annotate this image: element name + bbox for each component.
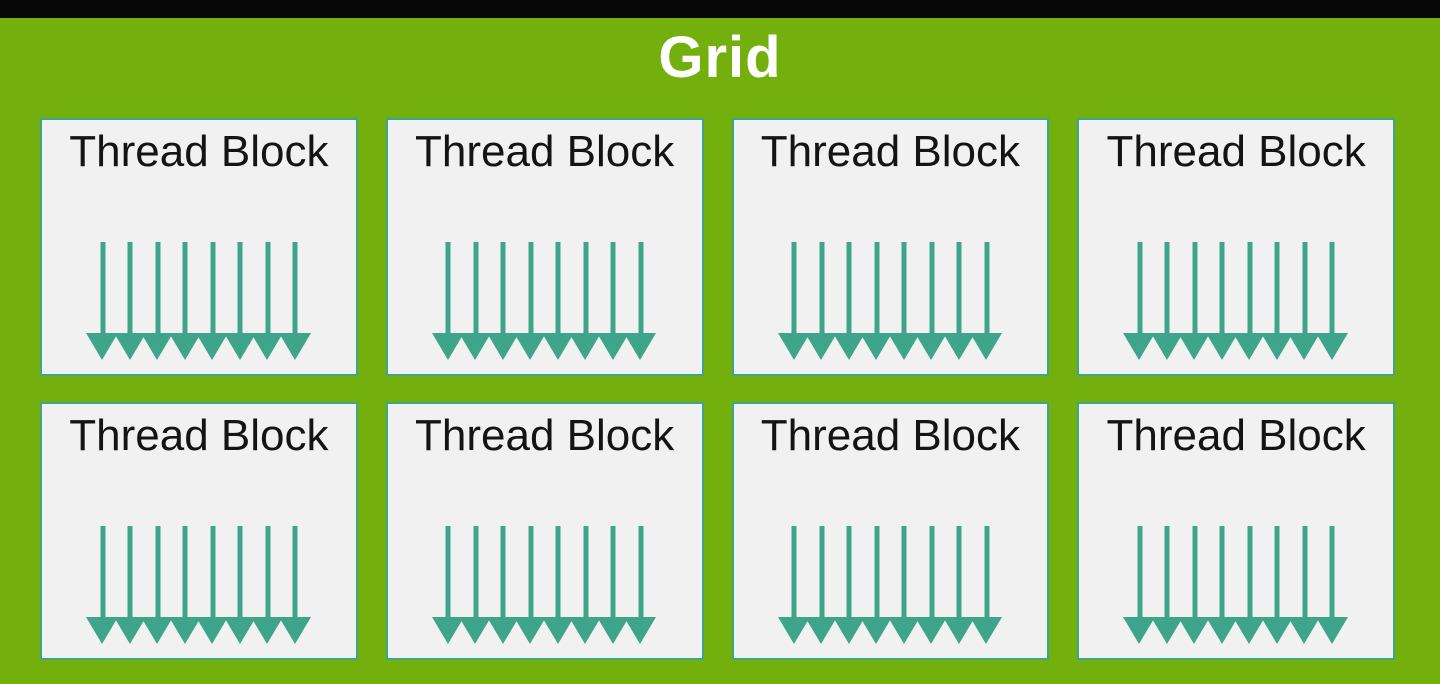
thread-arrow-icon [278, 242, 312, 360]
thread-arrow-icon [1315, 526, 1349, 644]
thread-block-label: Thread Block [69, 127, 329, 176]
grid-title: Grid [658, 25, 782, 90]
thread-block-label: Thread Block [69, 411, 329, 460]
thread-block-label: Thread Block [760, 411, 1020, 460]
top-black-bar [0, 0, 1440, 18]
thread-block: Thread Block [385, 118, 704, 376]
thread-arrows-row [1079, 242, 1393, 360]
thread-arrows-row [388, 242, 702, 360]
thread-block: Thread Block [731, 118, 1050, 376]
thread-block-label: Thread Block [415, 127, 675, 176]
thread-arrows-row [734, 526, 1048, 644]
thread-arrows-row [42, 242, 356, 360]
thread-arrow-icon [624, 526, 657, 644]
thread-block: Thread Block [1077, 118, 1395, 376]
thread-arrows-row [388, 526, 702, 644]
thread-block-label: Thread Block [1106, 411, 1366, 460]
thread-block-label: Thread Block [760, 127, 1020, 176]
thread-arrows-row [1079, 526, 1393, 644]
thread-arrows-row [42, 526, 356, 644]
thread-arrow-icon [278, 526, 312, 644]
thread-arrows-row [734, 242, 1048, 360]
thread-block-label: Thread Block [415, 411, 675, 460]
thread-block: Thread Block [40, 118, 358, 376]
thread-arrow-icon [1315, 242, 1349, 360]
thread-block: Thread Block [731, 402, 1050, 660]
thread-arrow-icon [624, 242, 657, 360]
thread-block: Thread Block [385, 402, 704, 660]
thread-block: Thread Block [1077, 402, 1395, 660]
thread-arrow-icon [970, 242, 1003, 360]
thread-arrow-icon [970, 526, 1003, 644]
thread-block-label: Thread Block [1106, 127, 1366, 176]
thread-block: Thread Block [40, 402, 358, 660]
